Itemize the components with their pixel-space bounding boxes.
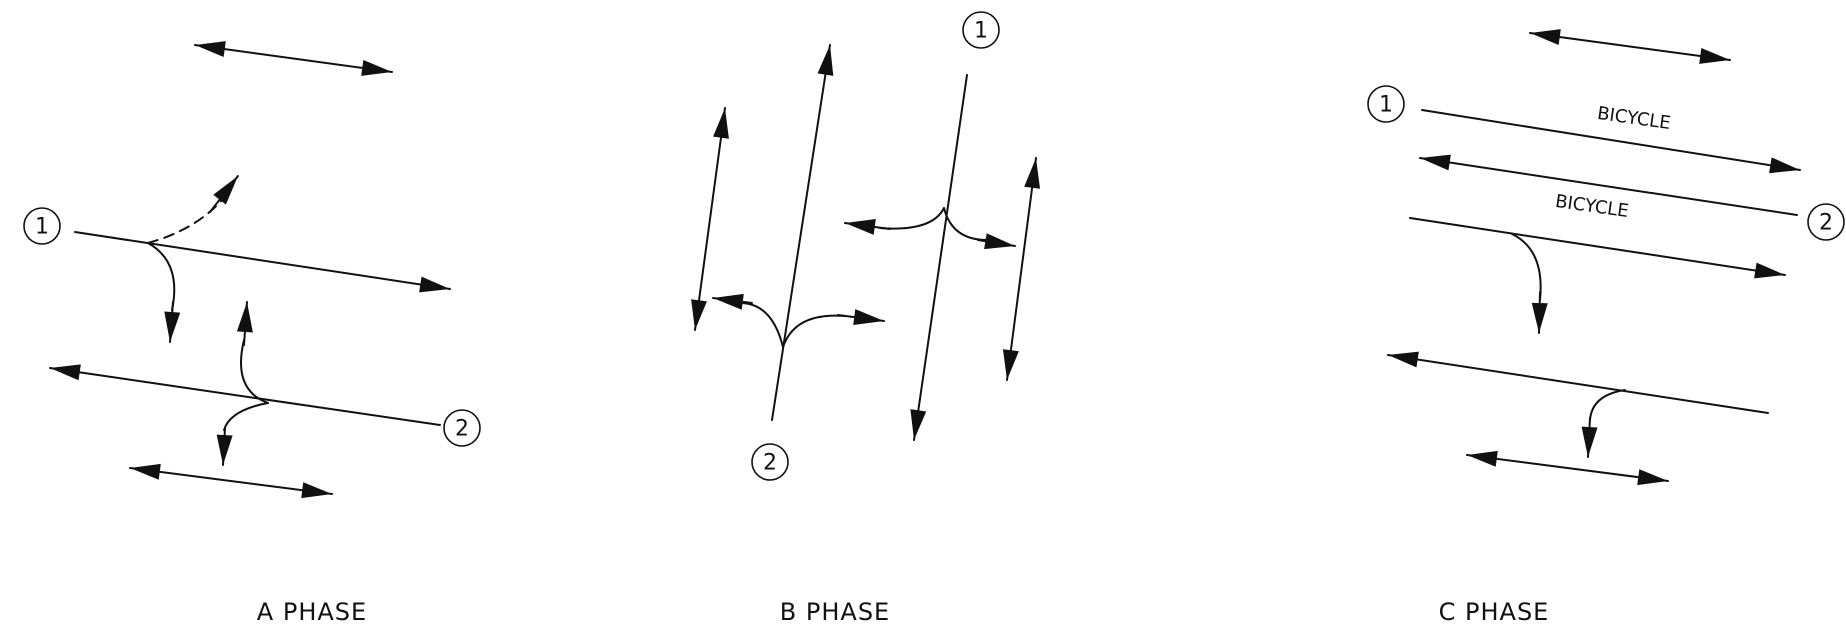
- svg-text:1: 1: [1379, 93, 1393, 118]
- svg-text:2: 2: [1819, 211, 1833, 236]
- a-left-turn-2: [240, 339, 269, 404]
- c-bicycle-lane-1: [1421, 109, 1801, 174]
- b-through-movement-2: [771, 44, 834, 421]
- b-right-turn-1: [879, 207, 945, 230]
- c-right-turn-1-head: [1531, 291, 1548, 334]
- a-permitted-left-turn-1-head: [209, 175, 239, 213]
- b-approach-marker-2: 2: [751, 443, 789, 481]
- a-through-movement-1: [74, 231, 451, 293]
- b-phase-title: B PHASE: [780, 598, 890, 626]
- c-phase-title: C PHASE: [1439, 598, 1550, 626]
- b-right-turn-2: [782, 314, 846, 348]
- a-right-turn-1-head: [164, 301, 181, 343]
- b-pedestrian-crossing-left: [691, 107, 729, 331]
- svg-text:2: 2: [455, 417, 469, 442]
- b-through-movement-1: [910, 74, 968, 441]
- a-right-turn-1: [147, 242, 176, 311]
- c-through-movement-1: [1409, 217, 1786, 279]
- a-through-movement-2: [49, 364, 441, 426]
- svg-text:1: 1: [35, 215, 49, 240]
- a-pedestrian-crossing-bottom: [129, 463, 333, 499]
- a-pedestrian-crossing-top: [194, 41, 393, 76]
- b-left-turn-1-head: [977, 233, 1016, 250]
- a-right-turn-2: [223, 402, 269, 431]
- a-permitted-left-turn-1: [147, 199, 223, 244]
- b-approach-marker-1: 1: [962, 11, 1000, 49]
- c-right-turn-2-head: [1581, 417, 1598, 458]
- a-approach-marker-1: 1: [23, 207, 61, 245]
- svg-text:2: 2: [763, 451, 777, 476]
- svg-text:1: 1: [974, 19, 988, 44]
- c-bicycle-label-lower: BICYCLE: [1554, 191, 1630, 222]
- c-approach-marker-2: 2: [1807, 203, 1845, 241]
- c-approach-marker-1: 1: [1367, 85, 1405, 123]
- b-right-turn-2-head: [837, 309, 885, 326]
- a-left-turn-2-head: [236, 301, 253, 346]
- c-bicycle-lane-2: [1419, 154, 1798, 216]
- c-right-turn-2: [1589, 389, 1626, 421]
- a-phase-panel: 1 2 A PHASE: [23, 41, 481, 626]
- c-phase-panel: BICYCLE BICYCLE 1 2 C PHASE: [1367, 29, 1845, 626]
- b-right-turn-1-head: [844, 219, 891, 235]
- b-left-turn-1: [943, 207, 988, 241]
- a-approach-marker-2: 2: [443, 409, 481, 447]
- c-bicycle-label-upper: BICYCLE: [1596, 103, 1672, 134]
- c-through-movement-2: [1387, 351, 1769, 414]
- b-left-turn-2-head: [712, 293, 753, 310]
- c-pedestrian-crossing-bottom: [1466, 450, 1669, 486]
- c-pedestrian-crossing-top: [1529, 29, 1731, 64]
- c-right-turn-1: [1511, 233, 1542, 301]
- b-pedestrian-crossing-right: [1002, 157, 1041, 381]
- a-phase-title: A PHASE: [257, 598, 367, 626]
- b-left-turn-2: [739, 302, 784, 348]
- a-right-turn-2-head: [216, 427, 233, 466]
- b-phase-panel: 1 2 B PHASE: [691, 11, 1041, 626]
